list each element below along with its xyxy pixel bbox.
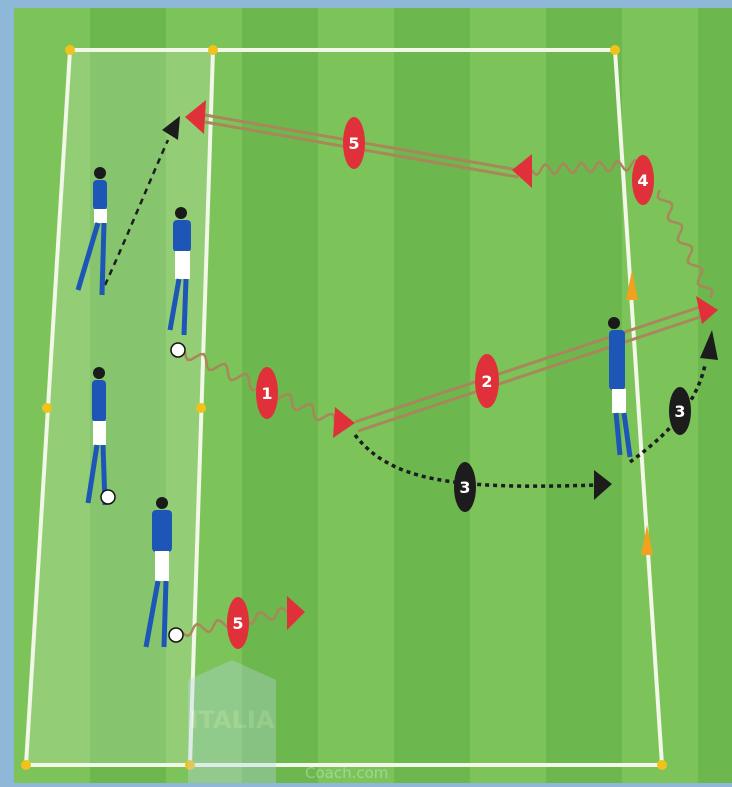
pitch-stripe	[698, 8, 732, 783]
marker-5-top: 5	[343, 117, 365, 169]
marker-3-center: 3	[454, 462, 476, 512]
marker-2-label: 2	[481, 372, 492, 391]
marker-2: 2	[475, 354, 499, 408]
watermark-site-text: Coach.com	[305, 764, 388, 782]
marker-5-top-label: 5	[348, 134, 359, 153]
pitch-stripe	[546, 8, 622, 783]
marker-4-label: 4	[637, 171, 648, 190]
marker-3-center-label: 3	[459, 478, 470, 497]
cone	[657, 760, 667, 770]
cone	[208, 45, 218, 55]
marker-5-bottom: 5	[227, 597, 249, 649]
marker-3-right-label: 3	[674, 402, 685, 421]
cone	[196, 403, 206, 413]
marker-5-bottom-label: 5	[232, 614, 243, 633]
marker-3-right: 3	[669, 387, 691, 435]
marker-1: 1	[256, 367, 278, 419]
marker-4: 4	[632, 155, 654, 205]
cone	[21, 760, 31, 770]
marker-1-label: 1	[261, 384, 272, 403]
cone	[42, 403, 52, 413]
cone	[65, 45, 75, 55]
cone	[610, 45, 620, 55]
watermark-badge-text: ITALIA	[190, 706, 275, 734]
